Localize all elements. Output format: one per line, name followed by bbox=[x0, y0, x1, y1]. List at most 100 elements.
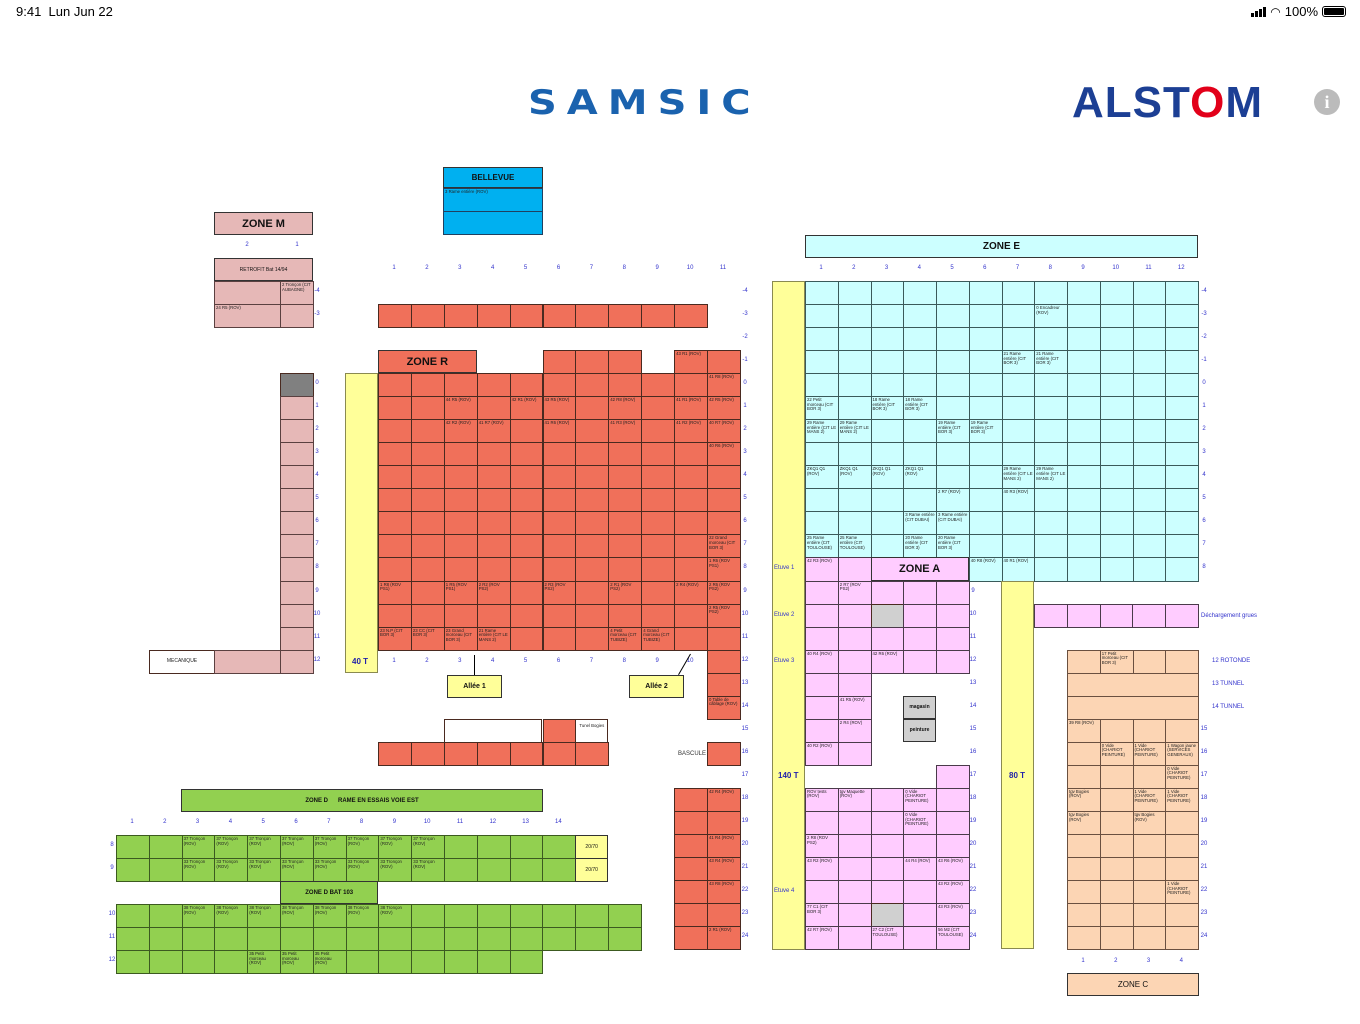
parking-cell[interactable]: 25 Rame entière (CIT TOULOUSE) bbox=[805, 534, 839, 559]
parking-cell[interactable] bbox=[1132, 764, 1167, 789]
yellow-cell[interactable]: 20/70 bbox=[575, 835, 609, 859]
parking-cell[interactable] bbox=[870, 442, 905, 467]
parking-cell[interactable] bbox=[903, 281, 937, 306]
parking-cell[interactable]: 41 R4 (ROV) bbox=[707, 833, 741, 858]
parking-cell[interactable]: 40 R2 (ROV) bbox=[805, 741, 839, 766]
parking-cell[interactable]: 23 N.P (CIT BOR 3) bbox=[378, 626, 412, 651]
parking-cell[interactable] bbox=[968, 511, 1003, 536]
parking-cell[interactable]: 40 R1 (ROV) bbox=[1001, 557, 1036, 582]
parking-cell[interactable] bbox=[936, 350, 970, 375]
parking-cell[interactable] bbox=[542, 858, 577, 882]
parking-cell[interactable]: 21 Rame entière (CIT BOR 3) bbox=[1001, 350, 1036, 375]
parking-cell[interactable] bbox=[1067, 557, 1101, 582]
tunnel-13-bay[interactable] bbox=[1067, 672, 1199, 697]
parking-cell[interactable] bbox=[903, 350, 937, 375]
parking-cell[interactable] bbox=[410, 557, 445, 582]
parking-cell[interactable]: 41 R1 (ROV) bbox=[674, 396, 708, 421]
parking-cell[interactable] bbox=[1132, 557, 1167, 582]
parking-cell[interactable] bbox=[1034, 511, 1068, 536]
parking-cell[interactable] bbox=[509, 419, 544, 444]
parking-cell[interactable] bbox=[542, 718, 577, 743]
parking-cell[interactable] bbox=[509, 626, 544, 651]
parking-cell[interactable] bbox=[410, 304, 445, 329]
parking-cell[interactable]: 1 Vide (CHARIOT PEINTURE) bbox=[1132, 741, 1167, 766]
parking-cell[interactable] bbox=[1067, 373, 1101, 398]
parking-cell[interactable]: 4 Petit morceau (CIT TUBIZE) bbox=[608, 626, 643, 651]
parking-cell[interactable] bbox=[280, 927, 314, 951]
parking-cell[interactable] bbox=[674, 534, 708, 559]
parking-cell[interactable] bbox=[443, 442, 478, 467]
parking-cell[interactable] bbox=[870, 281, 905, 306]
parking-cell[interactable] bbox=[148, 927, 183, 951]
parking-cell[interactable] bbox=[805, 304, 839, 329]
parking-cell[interactable] bbox=[641, 396, 676, 421]
parking-cell[interactable] bbox=[280, 442, 314, 467]
parking-cell[interactable] bbox=[1099, 419, 1134, 444]
parking-cell[interactable] bbox=[542, 626, 577, 651]
parking-cell[interactable] bbox=[476, 603, 511, 628]
parking-cell[interactable]: 40 R3 (ROV) bbox=[1001, 488, 1036, 513]
parking-cell[interactable]: ZKQ1 Q1 (ROV) bbox=[837, 465, 872, 490]
parking-cell[interactable] bbox=[936, 281, 970, 306]
parking-cell[interactable]: 41 R8 (ROV) bbox=[707, 373, 741, 398]
parking-cell[interactable] bbox=[1067, 857, 1101, 882]
parking-cell[interactable]: 42 R2 (ROV) bbox=[443, 419, 478, 444]
parking-cell[interactable]: 40 R6 (ROV) bbox=[707, 442, 741, 467]
parking-cell[interactable] bbox=[410, 373, 445, 398]
parking-cell[interactable] bbox=[870, 580, 905, 605]
parking-cell[interactable]: 2 R7 (ROV PS2) bbox=[837, 580, 872, 605]
parking-cell[interactable]: 2 R7 (ROV) bbox=[936, 488, 970, 513]
parking-cell[interactable] bbox=[1165, 327, 1199, 352]
parking-cell[interactable] bbox=[805, 511, 839, 536]
parking-cell[interactable] bbox=[936, 603, 970, 628]
parking-cell[interactable] bbox=[870, 511, 905, 536]
parking-cell[interactable] bbox=[837, 626, 872, 651]
parking-cell[interactable] bbox=[968, 373, 1003, 398]
parking-cell[interactable] bbox=[444, 858, 478, 882]
parking-cell[interactable] bbox=[1067, 833, 1101, 858]
parking-cell[interactable]: ZKQ1 Q1 (ROV) bbox=[805, 465, 839, 490]
tunnel-14-bay[interactable] bbox=[1067, 695, 1199, 720]
parking-cell[interactable] bbox=[608, 557, 643, 582]
parking-cell[interactable] bbox=[476, 304, 511, 329]
parking-cell[interactable] bbox=[575, 396, 610, 421]
parking-cell[interactable] bbox=[608, 534, 643, 559]
parking-cell[interactable] bbox=[378, 557, 412, 582]
parking-cell[interactable] bbox=[870, 534, 905, 559]
parking-cell[interactable] bbox=[903, 603, 937, 628]
parking-cell[interactable] bbox=[1165, 833, 1199, 858]
parking-cell[interactable] bbox=[575, 557, 610, 582]
parking-cell[interactable] bbox=[411, 904, 445, 928]
parking-cell[interactable] bbox=[214, 649, 281, 674]
parking-cell[interactable] bbox=[707, 810, 741, 835]
parking-cell[interactable] bbox=[707, 672, 741, 697]
parking-cell[interactable]: 38 Tronçon (ROV) bbox=[214, 904, 249, 928]
parking-cell[interactable] bbox=[1067, 741, 1101, 766]
parking-cell[interactable] bbox=[542, 927, 577, 951]
parking-cell[interactable]: 38 Tronçon (ROV) bbox=[247, 904, 281, 928]
parking-cell[interactable] bbox=[968, 488, 1003, 513]
parking-cell[interactable]: 43 R1 (ROV) bbox=[674, 350, 708, 375]
parking-cell[interactable] bbox=[476, 373, 511, 398]
parking-cell[interactable] bbox=[1099, 511, 1134, 536]
parking-cell[interactable] bbox=[476, 858, 511, 882]
parking-cell[interactable] bbox=[1132, 880, 1167, 905]
parking-cell[interactable] bbox=[181, 927, 216, 951]
parking-cell[interactable] bbox=[1034, 488, 1068, 513]
parking-cell[interactable]: 42 R5 (ROV) bbox=[707, 396, 741, 421]
parking-cell[interactable] bbox=[707, 511, 741, 536]
parking-cell[interactable]: 56 M2 (CIT TOULOUSE) bbox=[936, 926, 970, 951]
parking-cell[interactable] bbox=[1165, 396, 1199, 421]
parking-cell[interactable] bbox=[443, 488, 478, 513]
parking-cell[interactable] bbox=[837, 857, 872, 882]
parking-cell[interactable] bbox=[575, 373, 610, 398]
parking-cell[interactable] bbox=[903, 626, 937, 651]
parking-cell[interactable] bbox=[936, 327, 970, 352]
parking-cell[interactable] bbox=[837, 833, 872, 858]
parking-cell[interactable] bbox=[1067, 764, 1101, 789]
parking-cell[interactable] bbox=[280, 396, 314, 421]
parking-cell[interactable] bbox=[443, 534, 478, 559]
parking-cell[interactable] bbox=[148, 835, 183, 859]
parking-cell[interactable] bbox=[1067, 488, 1101, 513]
parking-cell[interactable] bbox=[575, 580, 610, 605]
